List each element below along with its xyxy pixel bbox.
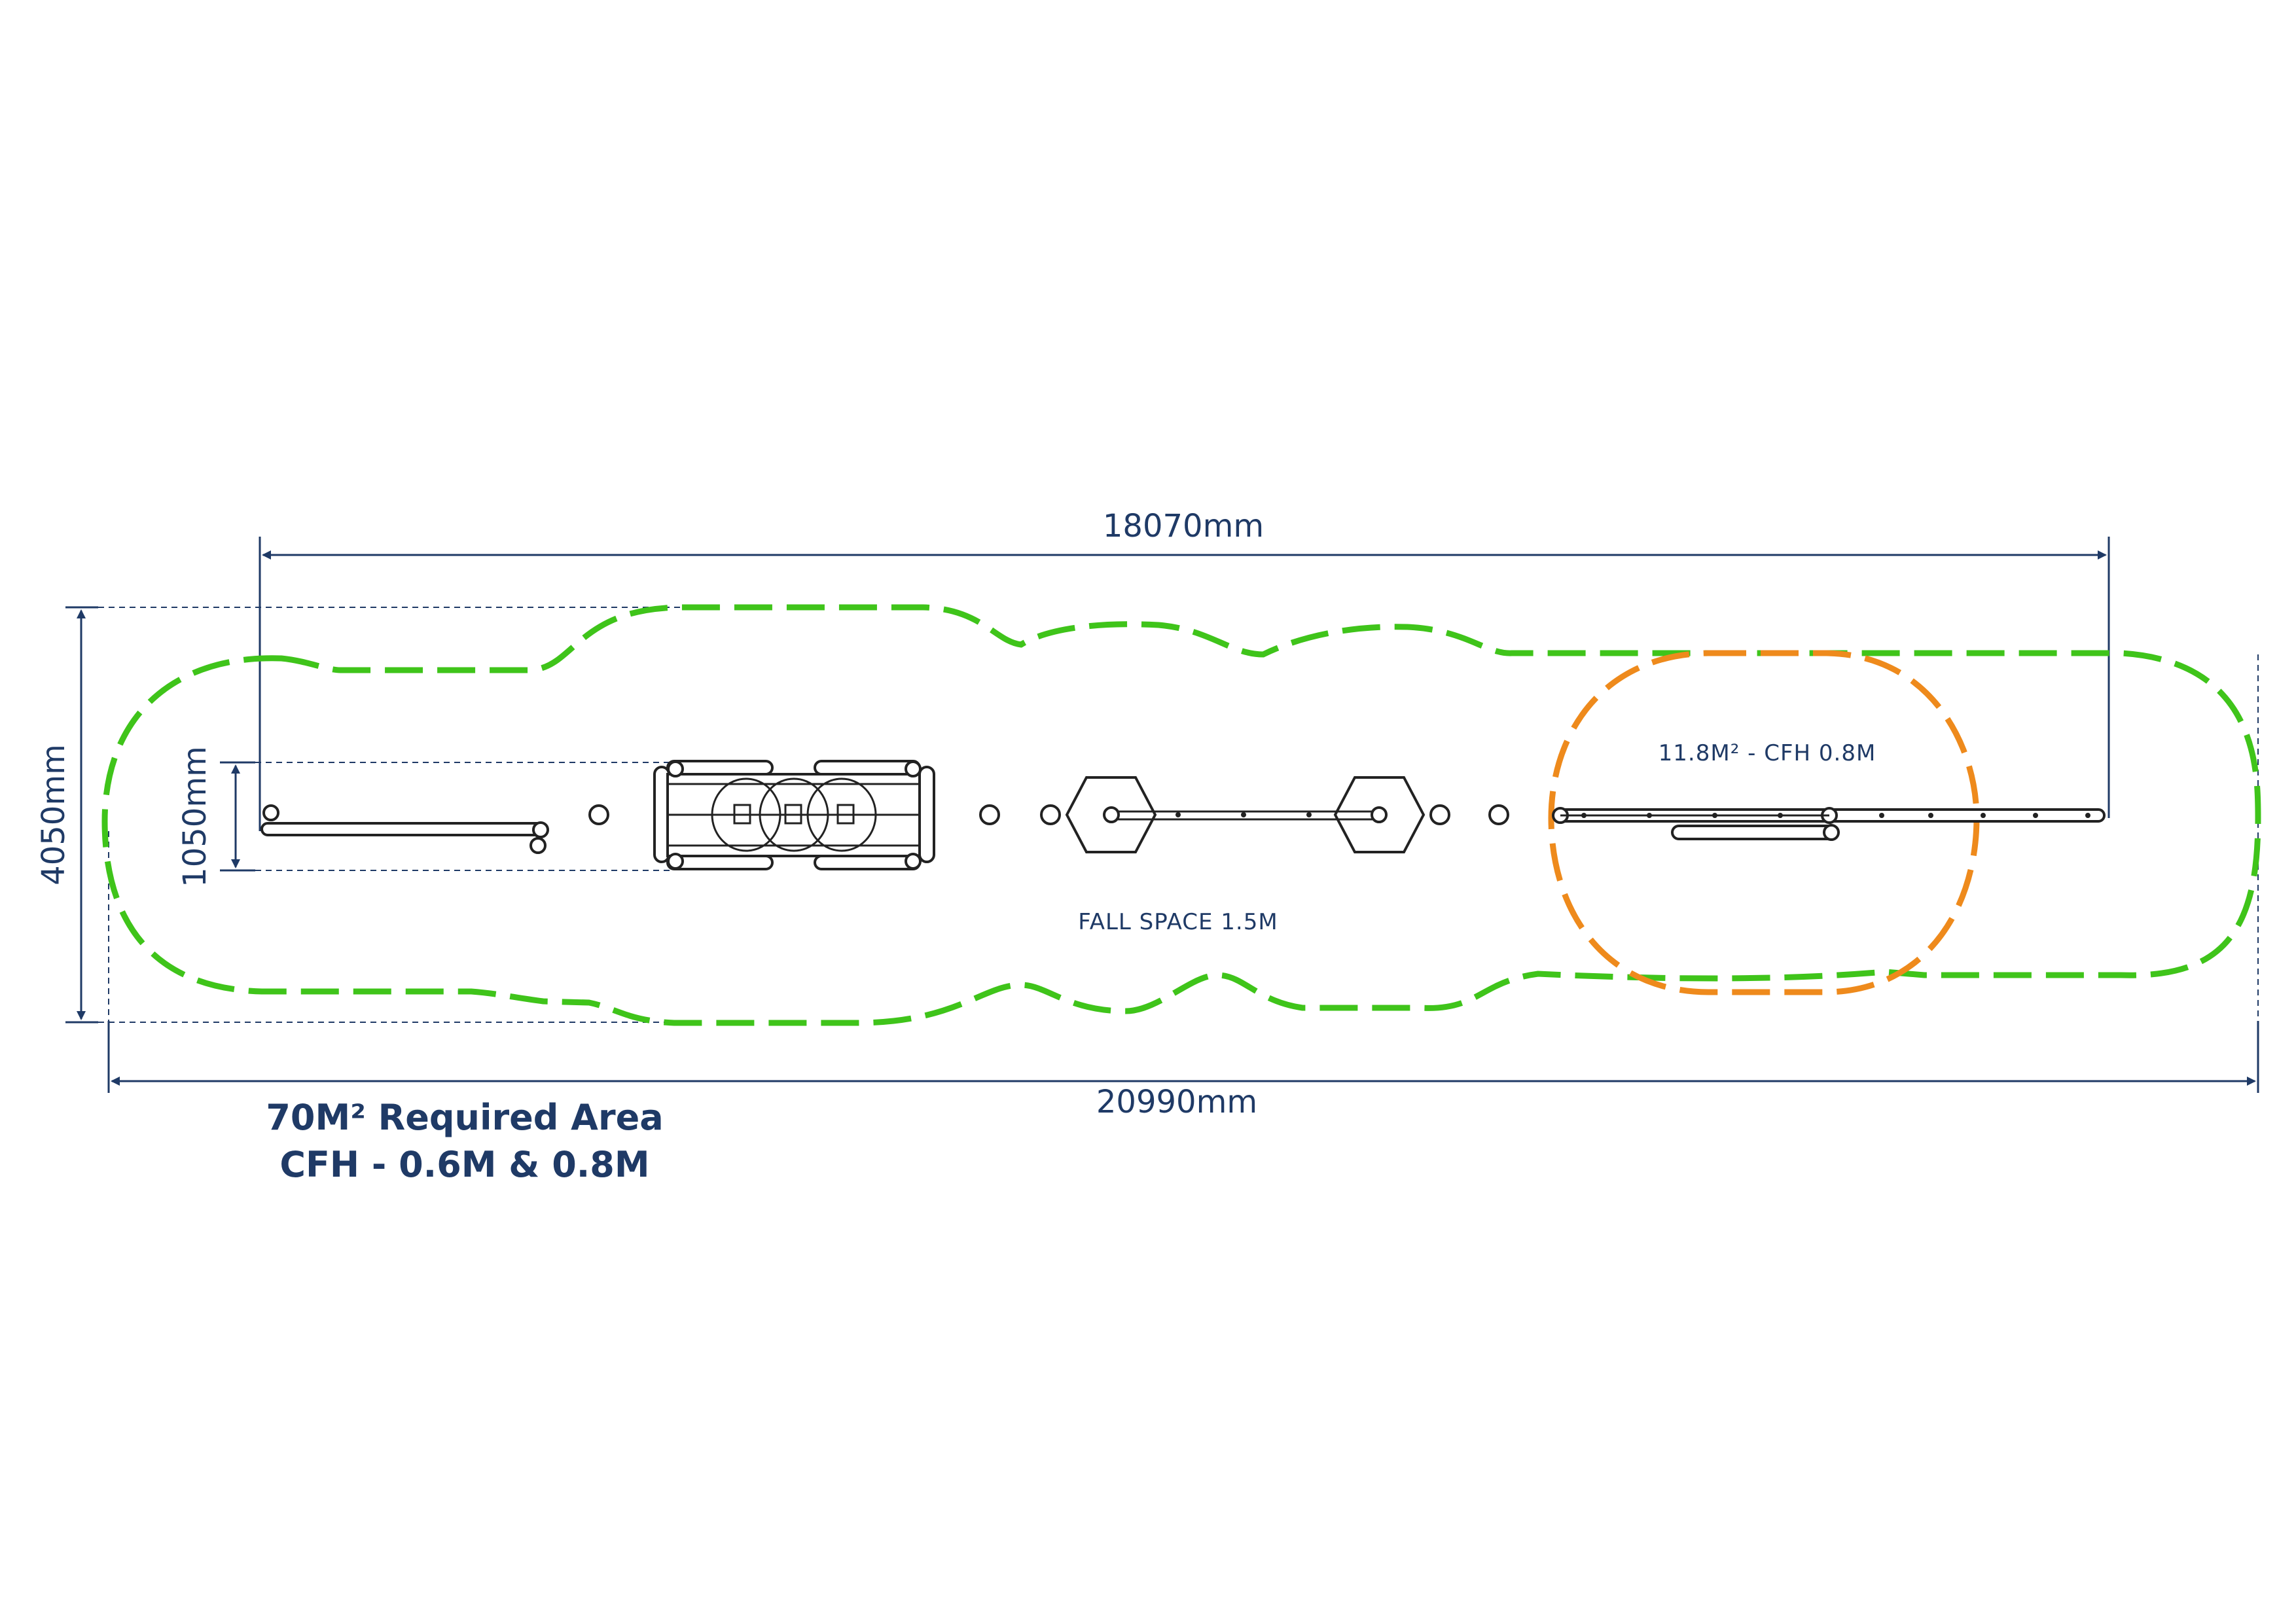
fall-space-boundary	[101, 604, 2261, 1026]
rope-climbing-frame	[653, 760, 935, 870]
stepping-post	[1488, 804, 1509, 825]
cfh-zone-label: 11.8M² - CFH 0.8M	[1659, 740, 1876, 766]
top-width-label: 18070mm	[1103, 508, 1264, 544]
equipment-depth-label: 1050mm	[177, 746, 213, 887]
total-depth-label: 4050mm	[35, 744, 72, 885]
caption-line-1: 70M² Required Area	[266, 1097, 664, 1138]
reference-guides	[98, 607, 2259, 1023]
stepping-post	[588, 804, 609, 825]
required-area-caption: 70M² Required Area CFH - 0.6M & 0.8M	[249, 1094, 681, 1188]
caption-line-2: CFH - 0.6M & 0.8M	[279, 1144, 650, 1185]
stepping-post	[1040, 804, 1061, 825]
total-depth-dimension: 4050mm	[35, 606, 98, 1024]
hexagon-beam-unit	[1065, 776, 1426, 853]
fall-space-label: FALL SPACE 1.5M	[1078, 909, 1278, 935]
bottom-width-label: 20990mm	[1096, 1084, 1257, 1120]
balance-beam-right	[1552, 807, 2106, 841]
top-width-dimension: 18070mm	[259, 508, 2110, 831]
equipment-depth-dimension: 1050mm	[177, 746, 255, 887]
bottom-width-dimension: 20990mm	[107, 1021, 2259, 1120]
cfh-zone-boundary	[1548, 650, 1980, 995]
stepping-post	[1429, 804, 1450, 825]
balance-beam-left	[260, 804, 549, 854]
stepping-post	[979, 804, 1000, 825]
